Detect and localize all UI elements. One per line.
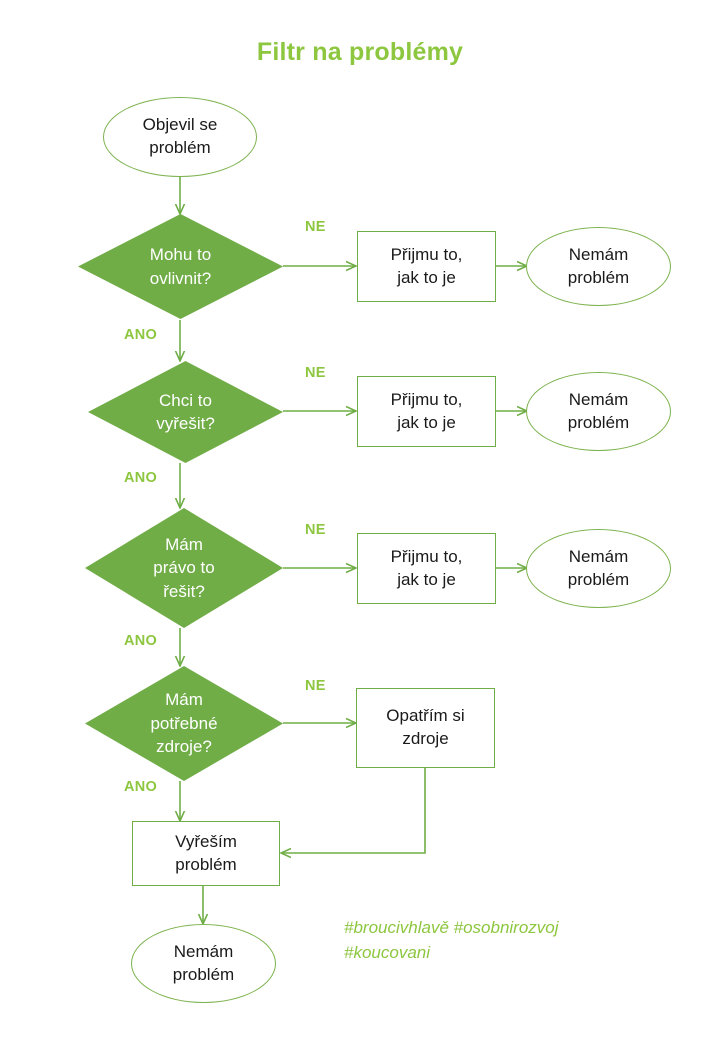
diamond-shape	[88, 361, 283, 463]
node-accept-2[interactable]: Přijmu to,jak to je	[357, 376, 496, 447]
hashtags-line-2: #koucovani	[344, 942, 431, 962]
node-accept-2-label: Přijmu to,jak to je	[390, 389, 463, 432]
diamond-shape	[85, 666, 283, 781]
branch-label-yes-1: ANO	[124, 327, 158, 343]
diamond-shape	[85, 508, 283, 628]
branch-label-no-2: NE	[305, 365, 326, 381]
branch-label-yes-4: ANO	[124, 779, 158, 795]
node-accept-3[interactable]: Přijmu to,jak to je	[357, 533, 496, 604]
node-accept-3-label: Přijmu to,jak to je	[390, 546, 463, 589]
branch-label-no-1: NE	[305, 219, 326, 235]
diamond-shape	[78, 214, 283, 319]
branch-label-yes-2: ANO	[124, 470, 158, 486]
page-title: Filtr na problémy	[256, 38, 464, 66]
hashtags-line-1: #broucivhlavě #osobnirozvoj	[344, 918, 559, 937]
branch-label-no-3: NE	[305, 522, 326, 538]
hashtags-footer: #broucivhlavě #osobnirozvoj #koucovani	[344, 916, 644, 965]
node-accept-1-label: Přijmu to,jak to je	[390, 244, 463, 287]
branch-label-no-4: NE	[305, 678, 326, 694]
branch-label-yes-3: ANO	[124, 633, 158, 649]
edge-get-resources-to-solve	[281, 768, 426, 853]
node-accept-1[interactable]: Přijmu to,jak to je	[357, 231, 496, 302]
